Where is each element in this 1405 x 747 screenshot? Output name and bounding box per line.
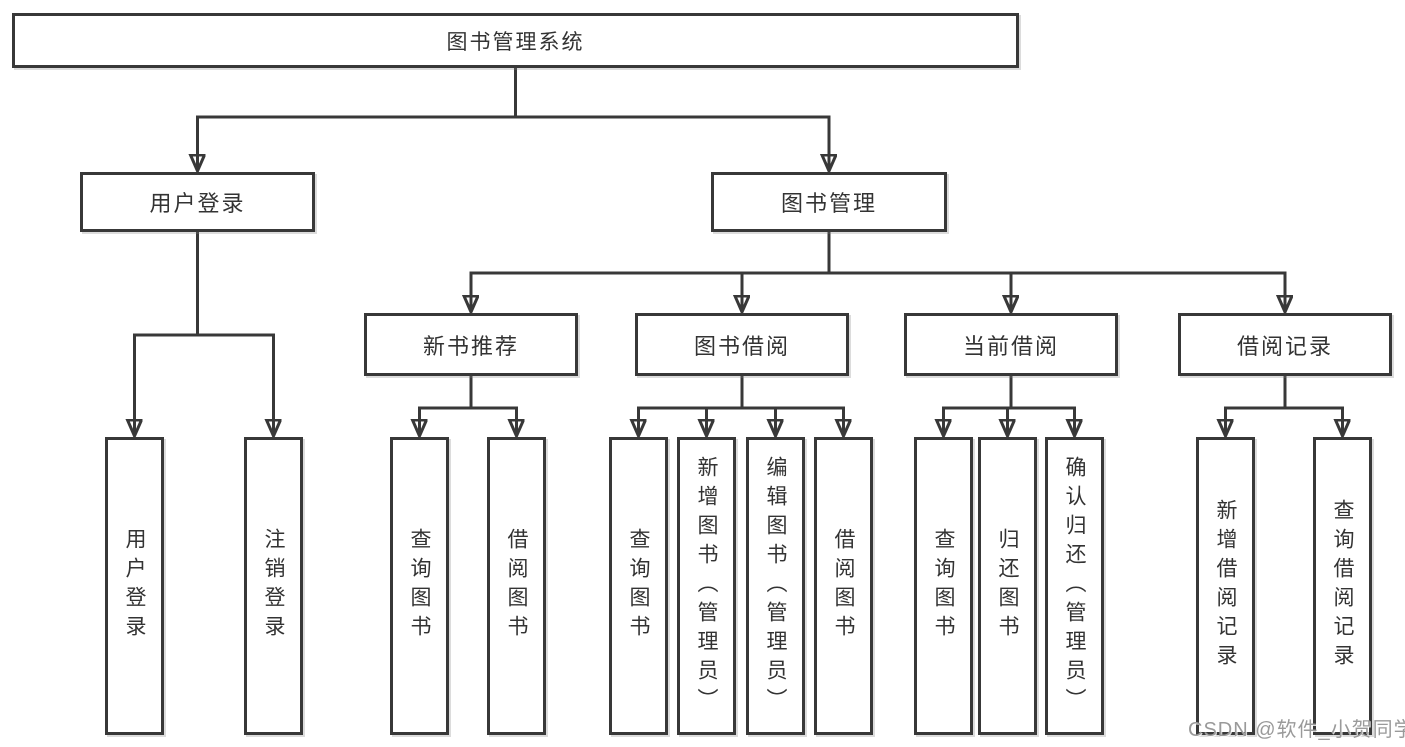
node-label: 编辑图书（管理员）	[764, 455, 787, 717]
node-book-borrowing: 图书借阅	[635, 313, 849, 376]
node-label: 新书推荐	[422, 333, 519, 359]
leaf-logout-login: 注销登录	[244, 437, 303, 735]
node-label: 借阅记录	[1236, 333, 1333, 359]
node-label: 查询图书	[627, 528, 650, 644]
leaf-bb-add-books-admin: 新增图书（管理员）	[677, 437, 736, 735]
node-borrowing-records: 借阅记录	[1178, 313, 1392, 376]
leaf-user-login: 用户登录	[105, 437, 164, 735]
node-user-login: 用户登录	[80, 172, 315, 232]
leaf-cb-confirm-return-admin: 确认归还（管理员）	[1045, 437, 1104, 735]
node-label: 归还图书	[996, 528, 1019, 644]
node-label: 用户登录	[123, 528, 146, 644]
leaf-bb-query-books: 查询图书	[609, 437, 668, 735]
node-label: 用户登录	[149, 191, 246, 216]
node-label: 查询图书	[408, 528, 431, 644]
node-label: 当前借阅	[962, 333, 1059, 359]
node-library-management-system: 图书管理系统	[12, 13, 1019, 68]
leaf-bb-borrow-books: 借阅图书	[814, 437, 873, 735]
node-label: 查询借阅记录	[1331, 499, 1354, 673]
node-book-management: 图书管理	[711, 172, 947, 232]
node-new-book-recommendation: 新书推荐	[364, 313, 578, 376]
node-label: 图书借阅	[693, 333, 790, 359]
leaf-nb-query-books: 查询图书	[390, 437, 449, 735]
node-label: 新增借阅记录	[1214, 499, 1237, 673]
node-label: 借阅图书	[505, 528, 528, 644]
node-label: 图书管理	[780, 191, 877, 216]
leaf-br-query-record: 查询借阅记录	[1313, 437, 1372, 735]
leaf-nb-borrow-books: 借阅图书	[487, 437, 546, 735]
node-label: 确认归还（管理员）	[1063, 455, 1086, 717]
leaf-cb-query-books: 查询图书	[914, 437, 973, 735]
node-label: 注销登录	[262, 528, 285, 644]
node-label: 借阅图书	[832, 528, 855, 644]
csdn-watermark: CSDN @软件_小贺同学	[1188, 719, 1405, 741]
node-label: 查询图书	[932, 528, 955, 644]
node-label: 图书管理系统	[446, 30, 585, 54]
node-label: 新增图书（管理员）	[695, 455, 718, 717]
leaf-bb-edit-books-admin: 编辑图书（管理员）	[746, 437, 805, 735]
node-current-borrowing: 当前借阅	[904, 313, 1118, 376]
leaf-cb-return-books: 归还图书	[978, 437, 1037, 735]
leaf-br-add-record: 新增借阅记录	[1196, 437, 1255, 735]
